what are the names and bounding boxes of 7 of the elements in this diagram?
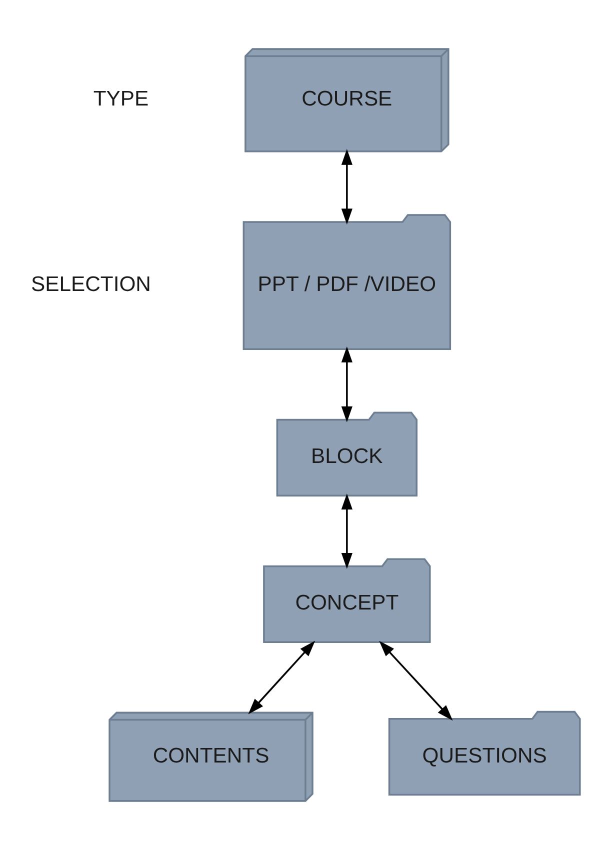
arrow [341,149,352,225]
label: SELECTION [31,273,151,296]
arrow [379,640,453,721]
arrow [248,640,316,714]
label: TYPE [93,88,149,111]
arrow [341,346,352,422]
arrow [341,494,352,569]
